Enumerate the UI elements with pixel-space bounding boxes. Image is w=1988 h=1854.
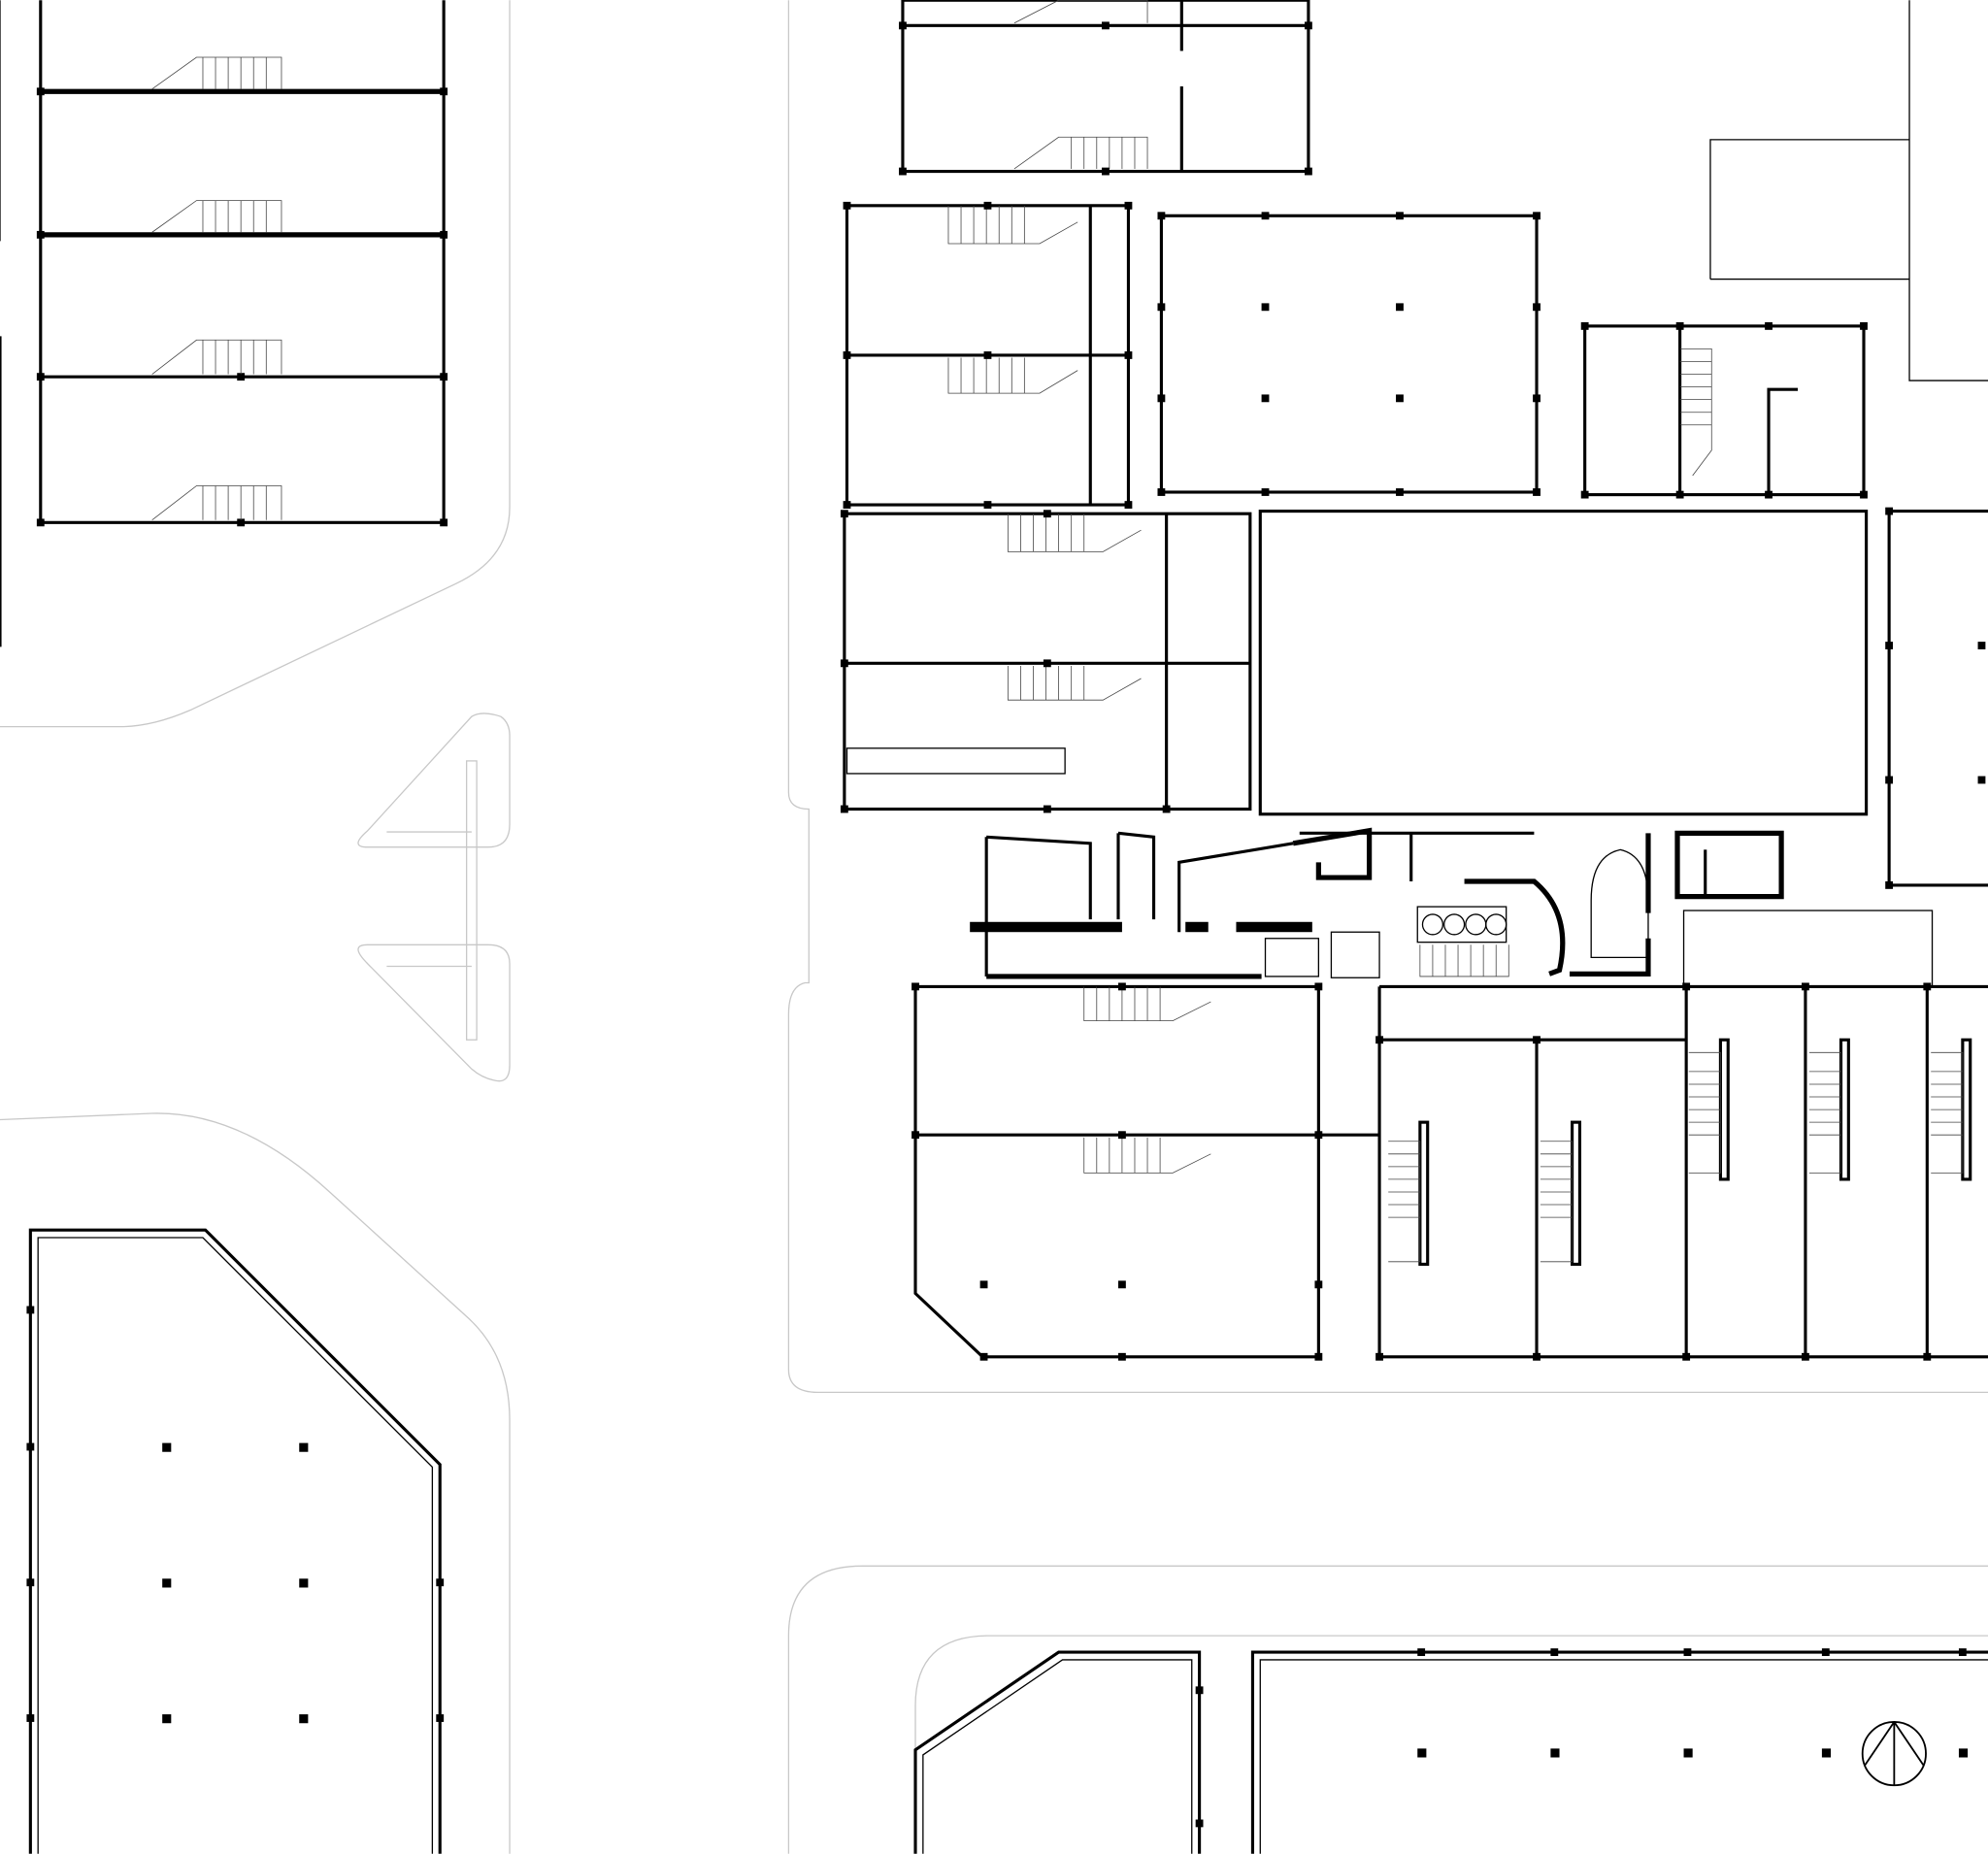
building-block-columns-north — [1157, 212, 1541, 496]
building-block-right-edge — [1885, 507, 1988, 889]
building-block-stairs-north — [843, 201, 1133, 509]
building-block-stairs-center — [840, 510, 1252, 813]
building-block-bottom-right — [1250, 1648, 1988, 1854]
building-block-top-center — [899, 0, 1312, 176]
building-block-small-north-east — [1580, 321, 1868, 499]
central-house-plan — [970, 827, 1934, 988]
building-block-bottom-center — [913, 1650, 1204, 1854]
building-block-top-right — [1709, 0, 1988, 381]
large-building — [1258, 510, 1869, 816]
building-block-row-south — [1375, 982, 1988, 1361]
building-block-chamfered-south — [911, 982, 1380, 1361]
building-block-bottom-left — [26, 1228, 445, 1854]
building-block-top-left — [0, 0, 448, 647]
north-arrow-icon — [1861, 1721, 1927, 1787]
